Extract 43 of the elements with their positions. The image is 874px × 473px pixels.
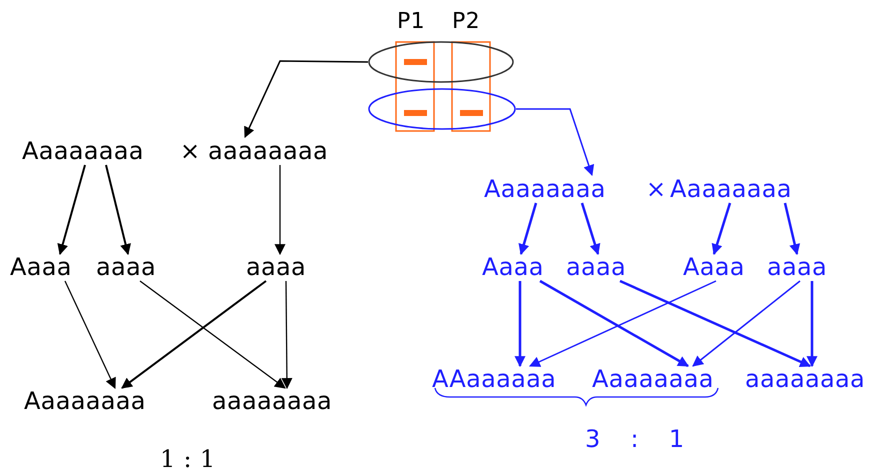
arrow <box>539 280 689 368</box>
genotype-text: Aaaa <box>482 255 544 279</box>
arrow <box>784 202 800 256</box>
genotype-text: aaaaaaaa <box>745 367 866 391</box>
arrow <box>105 164 131 256</box>
genotype-text: aaaa <box>246 255 306 279</box>
arrow <box>619 280 811 368</box>
genotype-text: aaaa <box>767 255 828 279</box>
ellipse-outline <box>368 41 514 83</box>
genotype-text: Aaaaaaaa <box>484 177 606 201</box>
genotype-text: Aaaa <box>10 255 72 279</box>
genotype-text: Aaaaaaaa <box>24 389 146 413</box>
cross-sign: × <box>180 139 200 163</box>
arrow <box>518 202 538 256</box>
arrow <box>516 108 594 176</box>
parent-label: P2 <box>452 11 480 33</box>
genotype-text: aaaaaaaa <box>208 139 328 163</box>
arrow <box>712 202 732 256</box>
cross-sign: × <box>646 177 666 201</box>
genotype-text: aaaaaaaa <box>212 389 332 413</box>
ratio-text: 3 : 1 <box>585 427 684 451</box>
arrow <box>281 281 292 390</box>
arrow <box>580 202 600 256</box>
ellipse-outline <box>368 88 516 130</box>
arrow <box>692 280 800 367</box>
genotype-text: AAaaaaaa <box>432 367 556 391</box>
arrow <box>514 281 526 368</box>
arrow <box>806 281 818 368</box>
arrow <box>529 280 716 367</box>
arrow <box>121 280 267 389</box>
ratio-text: 1 : 1 <box>160 447 216 471</box>
genotype-text: Aaaaaaaa <box>592 367 714 391</box>
genotype-text: aaaa <box>96 255 156 279</box>
arrow <box>244 60 368 138</box>
genotype-text: aaaa <box>566 255 626 279</box>
arrow <box>57 164 86 256</box>
arrow <box>140 280 286 389</box>
genotype-text: Aaaaaaaa <box>22 139 144 163</box>
arrow <box>274 165 286 256</box>
parent-label: P1 <box>397 11 425 33</box>
genotype-text: Aaaa <box>683 255 745 279</box>
arrow <box>64 280 116 389</box>
genotype-text: Aaaaaaaa <box>670 177 792 201</box>
